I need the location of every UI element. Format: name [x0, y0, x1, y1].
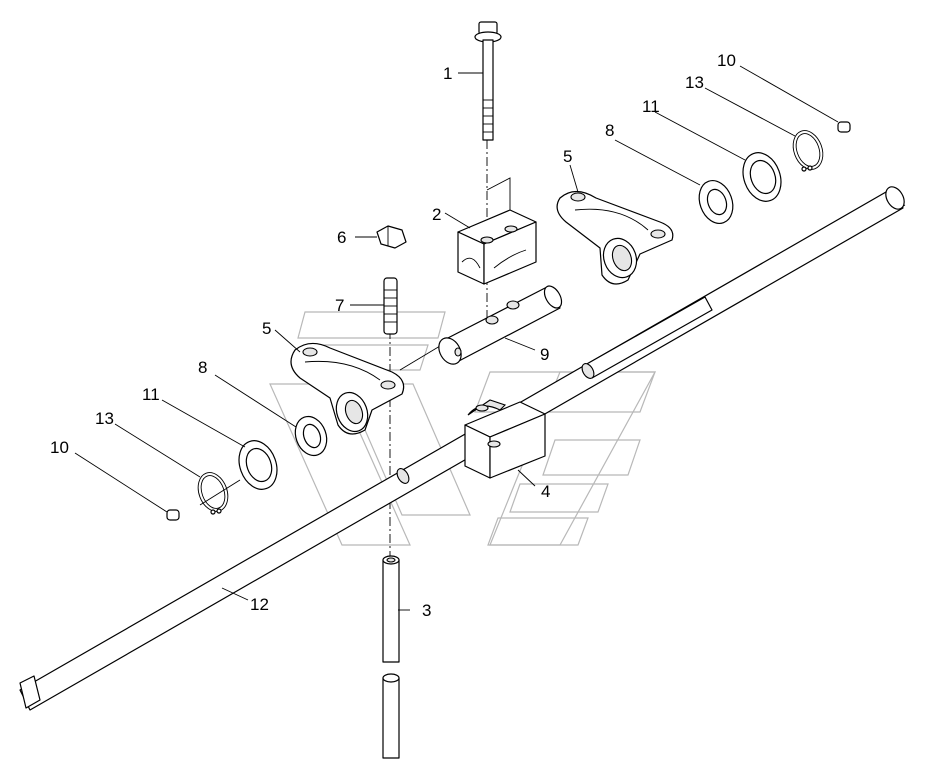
callout-11-right: 11 — [642, 97, 660, 116]
hollow-pin-part-3 — [382, 555, 400, 759]
callout-6: 6 — [337, 228, 346, 247]
callout-8-right: 8 — [605, 121, 614, 140]
callout-11-left: 11 — [142, 385, 160, 404]
stud-part-7 — [383, 277, 398, 335]
rocker-arm-part-5-left — [290, 342, 405, 435]
spring-washer-part-8-right — [698, 180, 734, 224]
callout-10-right: 10 — [717, 51, 736, 70]
bracket-part-2 — [457, 209, 537, 285]
snap-ring-part-13-right — [792, 130, 824, 172]
rocker-arm-part-5-right — [556, 190, 674, 285]
callout-13-right: 13 — [685, 73, 704, 92]
leader-lines — [74, 65, 839, 611]
rocker-shaft-part-12 — [19, 186, 905, 711]
snap-ring-part-13-left — [197, 472, 229, 515]
callout-8-left: 8 — [198, 358, 207, 377]
callout-labels: 1 2 3 4 5 5 6 7 8 8 9 10 10 11 11 12 13 … — [50, 51, 736, 620]
bracket-part-4 — [464, 399, 546, 479]
plug-part-10-right — [837, 121, 851, 133]
thrust-washer-part-11-left — [238, 440, 278, 490]
spacer-tube-part-9 — [438, 285, 563, 365]
callout-7: 7 — [335, 296, 344, 315]
callout-12: 12 — [250, 595, 269, 614]
callout-1: 1 — [443, 64, 452, 83]
bolt-part-1 — [474, 21, 502, 141]
callout-3: 3 — [422, 601, 431, 620]
callout-5-right: 5 — [563, 147, 572, 166]
spring-washer-part-8-left — [294, 415, 328, 457]
callout-10-left: 10 — [50, 438, 69, 457]
plug-part-10-left — [166, 509, 180, 521]
callout-9: 9 — [540, 345, 549, 364]
callout-4: 4 — [541, 482, 550, 501]
nut-part-6 — [376, 225, 407, 249]
callout-5-left: 5 — [262, 319, 271, 338]
callout-2: 2 — [432, 205, 441, 224]
callout-13-left: 13 — [95, 409, 114, 428]
thrust-washer-part-11-right — [742, 152, 782, 202]
